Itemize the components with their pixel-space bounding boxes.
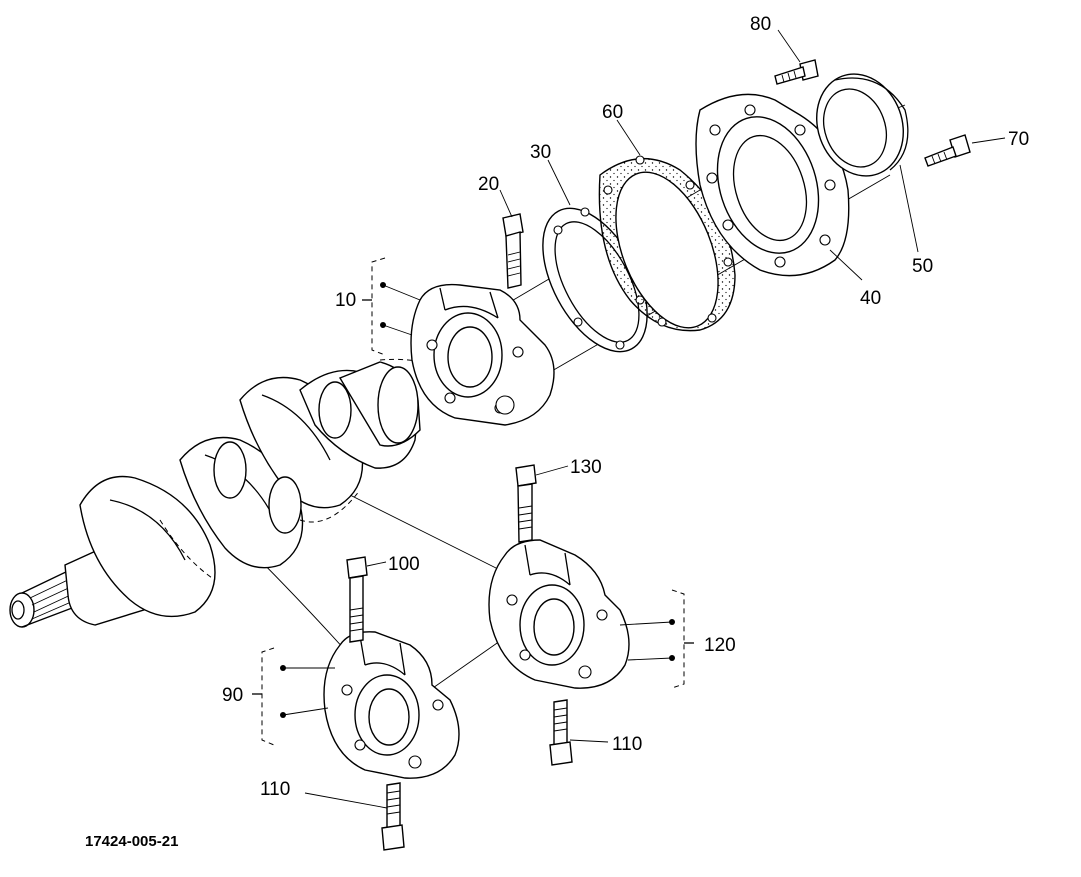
callout-60: 60 [602, 102, 623, 123]
callout-20: 20 [478, 174, 499, 195]
bolt-70 [924, 134, 971, 167]
bearing-housing-10 [410, 283, 555, 426]
bearing-housing-90 [323, 631, 460, 779]
callout-90: 90 [222, 685, 243, 706]
bolt-130 [515, 464, 537, 543]
crankshaft [9, 358, 471, 628]
callout-10: 10 [335, 290, 356, 311]
bearing-housing-120 [488, 539, 630, 689]
seal-housing-40 [695, 93, 850, 277]
gasket-60 [598, 155, 736, 332]
callout-30: 30 [530, 142, 551, 163]
bolt-110-right [549, 699, 573, 766]
bolt-20 [502, 213, 524, 289]
drawing-number: 17424-005-21 [85, 833, 178, 850]
callout-100: 100 [388, 554, 420, 575]
spline-shaft-end [9, 569, 81, 628]
bracket-group-10 [362, 257, 421, 356]
bolt-80 [774, 59, 819, 85]
callout-80: 80 [750, 14, 771, 35]
bracket-group-120 [619, 589, 694, 689]
callout-130: 130 [570, 457, 602, 478]
oil-seal-50 [816, 73, 909, 177]
bolt-110-bottom [381, 782, 405, 851]
bolt-100 [346, 556, 368, 643]
leader-lines [304, 29, 1006, 809]
callout-50: 50 [912, 256, 933, 277]
callout-70: 70 [1008, 129, 1029, 150]
callout-120: 120 [704, 635, 736, 656]
callout-110-right: 110 [612, 734, 642, 755]
bracket-group-90 [252, 647, 335, 746]
callout-110-bottom: 110 [260, 779, 290, 800]
callout-labels: 10 20 30 40 50 60 70 80 90 100 110 110 1… [222, 14, 1029, 800]
callout-40: 40 [860, 288, 881, 309]
